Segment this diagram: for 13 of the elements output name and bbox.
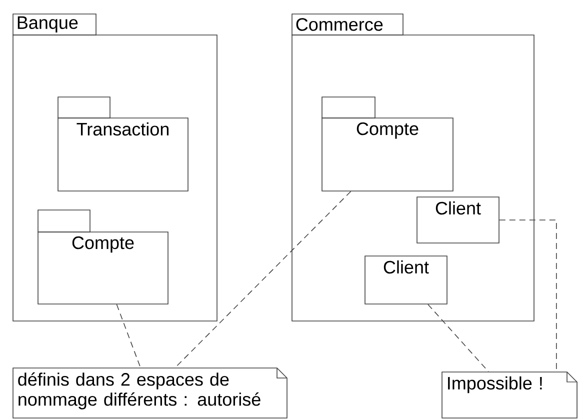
dashed-connector [428,304,489,372]
node-label: Commerce [296,18,383,31]
dashed-connector [174,190,352,368]
dashed-connector [499,220,557,372]
package-box: Compte [38,210,168,304]
package-box: Transaction [58,96,188,192]
package-box: Compte [322,96,454,192]
dashed-connector [116,304,141,368]
class-box: Client [416,196,500,244]
note-box: Impossible ! [442,372,578,418]
note-box: définis dans 2 espaces de nommage différents : autorisé [12,368,288,418]
class-box: Client [364,256,448,304]
node-label: Banque [18,16,78,33]
